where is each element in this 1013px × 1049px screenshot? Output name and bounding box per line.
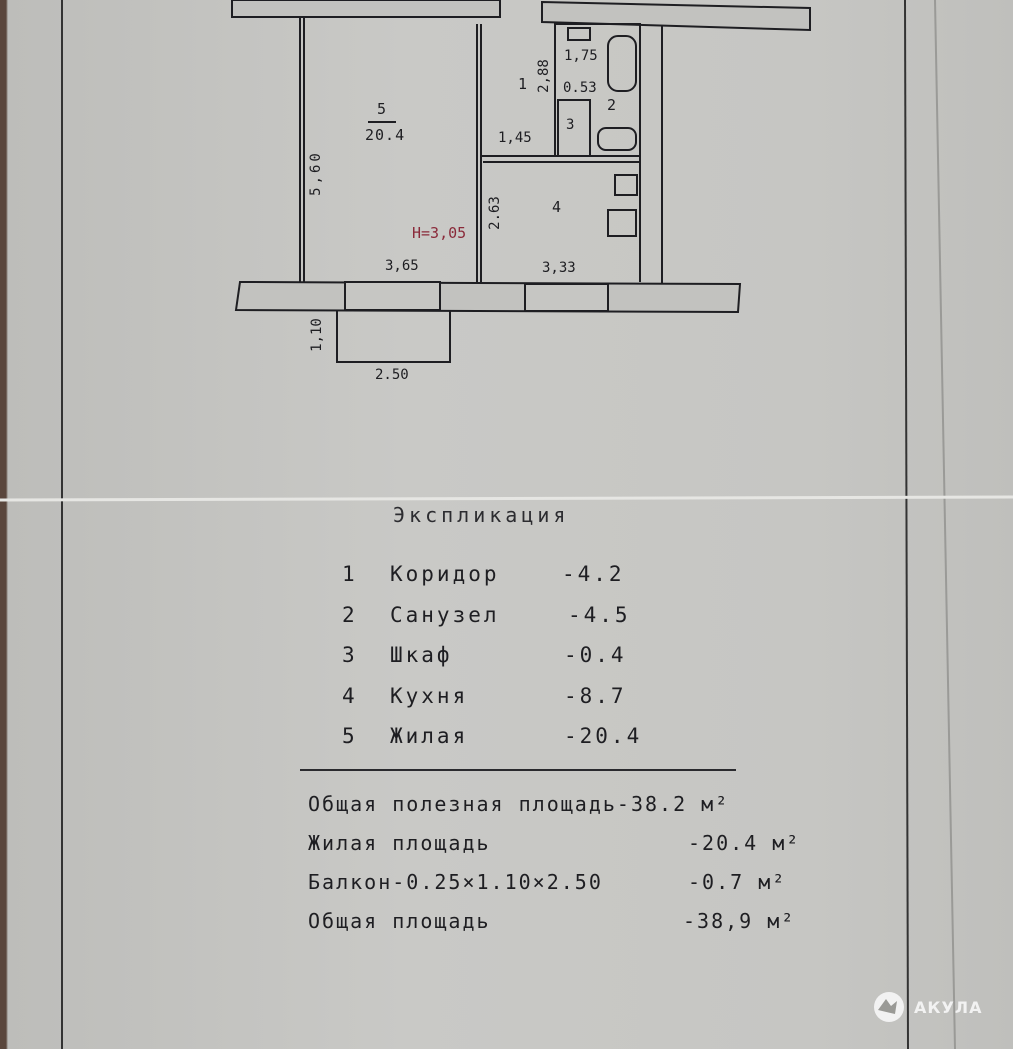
explication-title: Экспликация: [393, 503, 570, 527]
explication-list: 1 Коридор -4.2 2 Санузел -4.5 3 Шкаф -0.…: [342, 562, 662, 765]
dim-balcony-width: 2.50: [375, 367, 409, 383]
row-area: -0.4: [564, 643, 627, 667]
dim-corridor-width: 1,45: [498, 130, 532, 146]
row-area: -4.2: [562, 562, 625, 586]
kitchen-window: [524, 283, 609, 312]
summary-value: -20.4 м²: [688, 831, 801, 855]
room-3-number: 3: [566, 117, 578, 133]
row-name: Кухня: [390, 683, 469, 708]
wall-top-left: [231, 0, 501, 18]
summary-value: -0.7 м²: [688, 870, 787, 894]
row-area: -20.4: [564, 724, 643, 748]
explication-row: 4 Кухня -8.7: [342, 684, 662, 725]
paper-crease: [0, 495, 1013, 502]
paper-fold: [934, 0, 956, 1049]
toilet-icon: [597, 127, 637, 151]
summary-divider: [300, 769, 736, 771]
dim-kitchen-width: 3,33: [542, 260, 576, 276]
summary-label: Балкон-0.25×1.10×2.50: [308, 870, 603, 894]
summary-row: Общая площадь -38,9 м²: [308, 909, 828, 948]
wall-bottom: [234, 280, 742, 314]
summary-label: Жилая площадь: [308, 831, 491, 855]
row-number: 4: [342, 683, 358, 708]
dim-room5-length: 5,60: [307, 150, 324, 196]
row-number: 2: [342, 602, 358, 627]
dim-bath-width: 1,75: [564, 48, 598, 64]
brand-watermark: АКУЛА: [872, 990, 982, 1024]
summary-row: Жилая площадь -20.4 м²: [308, 831, 828, 870]
room-4-number: 4: [552, 198, 565, 216]
summary-label: Общая площадь: [308, 909, 491, 933]
dim-room5-width: 3,65: [385, 258, 419, 274]
summary-row: Общая полезная площадь-38.2 м²: [308, 792, 828, 831]
row-area: -4.5: [568, 602, 631, 627]
room-5-area: 20.4: [365, 126, 406, 144]
row-name: Санузел: [390, 602, 500, 627]
row-name: Жилая: [390, 724, 469, 748]
closet-3: [557, 99, 591, 157]
summary-value: -38.2 м²: [616, 792, 730, 816]
balcony: [336, 310, 451, 363]
room-1-number: 1: [518, 75, 531, 93]
row-number: 1: [342, 562, 358, 586]
bathtub-icon: [607, 35, 637, 92]
dim-corridor-length: 2,88: [535, 59, 552, 93]
summary-label: Общая полезная площадь: [308, 792, 617, 816]
frame-right-line: [904, 0, 909, 1049]
ceiling-height: H=3,05: [412, 224, 467, 242]
shark-logo-icon: [874, 992, 904, 1022]
row-name: Шкаф: [390, 643, 453, 667]
explication-row: 5 Жилая -20.4: [342, 724, 662, 765]
row-number: 3: [342, 643, 358, 667]
row-name: Коридор: [390, 562, 500, 586]
explication-row: 2 Санузел -4.5: [342, 603, 662, 644]
summary-list: Общая полезная площадь-38.2 м² Жилая пло…: [308, 792, 828, 948]
fraction-line: [368, 121, 396, 123]
dim-closet-width: 0.53: [563, 80, 597, 96]
kitchen-sink-icon: [614, 174, 638, 196]
stove-icon: [607, 209, 637, 237]
room-2-number: 2: [607, 96, 620, 114]
room-5-number: 5: [377, 100, 390, 118]
summary-value: -38,9 м²: [683, 909, 796, 933]
explication-row: 3 Шкаф -0.4: [342, 643, 662, 684]
balcony-door: [344, 281, 441, 311]
row-number: 5: [342, 724, 358, 748]
brand-name: АКУЛА: [914, 997, 983, 1017]
row-area: -8.7: [564, 683, 627, 708]
summary-row: Балкон-0.25×1.10×2.50 -0.7 м²: [308, 870, 828, 909]
wall-top-right: [541, 0, 811, 32]
explication-row: 1 Коридор -4.2: [342, 562, 662, 603]
dim-kitchen-length: 2.63: [486, 196, 503, 230]
sink-icon: [567, 27, 591, 41]
dim-balcony-depth: 1,10: [308, 318, 325, 352]
